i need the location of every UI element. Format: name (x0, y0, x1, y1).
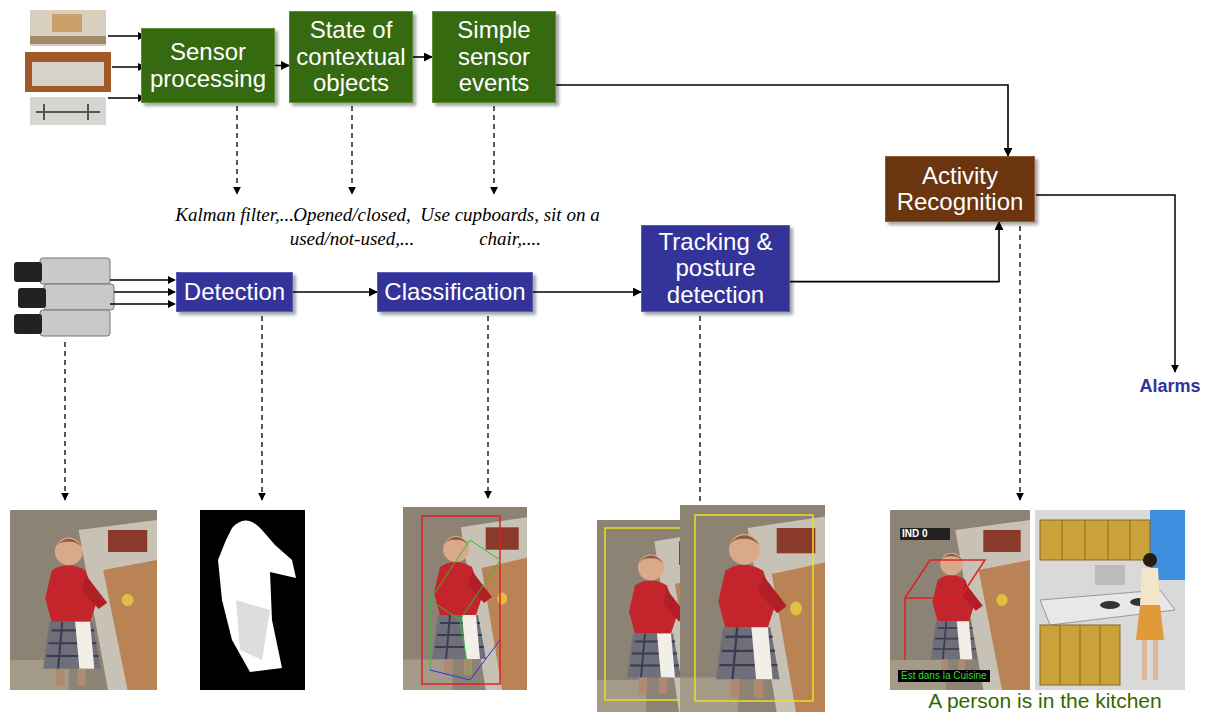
camera-photo (10, 510, 157, 690)
connector (556, 85, 1008, 156)
process-box: Simple sensor events (432, 11, 556, 103)
note-text: Opened/closed, used/not-used,... (272, 203, 432, 251)
input-arrow (114, 291, 175, 293)
recognition-photo (905, 560, 985, 598)
tracking-photo (680, 505, 825, 712)
sensor-photo (25, 10, 111, 125)
input-arrow (108, 35, 145, 37)
kitchen-model (1060, 625, 1100, 685)
dashed-callout (64, 342, 65, 500)
dashed-callout (65, 106, 1020, 512)
process-box: Tracking & posture detection (641, 225, 790, 312)
node-text: Activity Recognition (890, 163, 1030, 216)
dashed-callout (699, 316, 700, 512)
connector (790, 222, 999, 282)
classification-photo (403, 507, 527, 690)
input-arrow (110, 280, 175, 304)
dashed-callout (1019, 226, 1020, 500)
node-text: Sensor processing (146, 39, 270, 92)
connector (533, 291, 641, 293)
dashed-callout (351, 106, 352, 194)
sensor-photo (52, 14, 82, 32)
camera-photo (10, 510, 157, 690)
kitchen-model (1095, 565, 1125, 585)
camera-icon (44, 284, 114, 310)
input-arrow (110, 279, 175, 281)
sensor-photo (30, 97, 106, 125)
node-text: State of contextual objects (294, 17, 408, 96)
recognition-photo (890, 510, 1030, 690)
kitchen-model (1142, 640, 1147, 680)
recognition-photo (931, 553, 983, 673)
overlay-text: Est dans la Cuisine (898, 670, 990, 682)
node-text: Tracking & posture detection (646, 229, 785, 308)
camera-icon (40, 258, 110, 284)
process-box: Classification (377, 272, 533, 312)
kitchen-model (1100, 601, 1120, 609)
camera-icon (14, 314, 42, 334)
kitchen-model (1140, 568, 1160, 605)
tracking-photo (695, 515, 813, 701)
sensor-photo (32, 62, 104, 86)
connector (413, 56, 432, 58)
detection-mask (218, 520, 296, 672)
output-label: Alarms (1130, 376, 1210, 397)
detection-mask (236, 600, 270, 660)
sensor-photo (25, 52, 111, 92)
classification-photo (432, 536, 492, 675)
dashed-callout (236, 106, 237, 194)
process-box: State of contextual objects (289, 11, 413, 103)
classification-photo (403, 507, 527, 690)
note-text: Use cupboards, sit on a chair,.... (420, 203, 600, 251)
alarm-arrow (1036, 195, 1175, 372)
kitchen-model (1035, 510, 1185, 690)
classification-photo (422, 516, 500, 684)
caption-text: A person is in the kitchen (878, 689, 1212, 713)
dashed-callout (487, 316, 488, 498)
classification-photo (430, 640, 500, 680)
alarm-arrow (1036, 195, 1175, 372)
kitchen-model (1040, 520, 1150, 560)
node-text: Simple sensor events (437, 17, 551, 96)
connector (275, 65, 289, 67)
node-text: Classification (382, 279, 528, 305)
sensor-photo (36, 104, 100, 120)
detection-mask (200, 510, 305, 690)
input-arrow (108, 97, 145, 99)
input-arrow (108, 36, 145, 98)
process-box: Detection (176, 272, 293, 312)
recognition-box: Activity Recognition (885, 156, 1035, 222)
kitchen-model (1143, 553, 1157, 567)
kitchen-model (1136, 605, 1164, 640)
kitchen-model (1040, 625, 1120, 685)
camera-icon (14, 262, 42, 282)
sensor-photo (30, 10, 106, 46)
detection-mask (200, 510, 305, 690)
camera-icon (40, 310, 110, 336)
kitchen-model (1035, 510, 1185, 690)
kitchen-model (1062, 520, 1130, 560)
camera-icon (18, 288, 46, 308)
tracking-photo (627, 555, 687, 694)
kitchen-model (1153, 640, 1158, 680)
tracking-photo (597, 505, 825, 712)
connector (293, 291, 377, 293)
overlay-text: IND 0 (900, 528, 950, 540)
recognition-photo (904, 598, 906, 660)
sensor-photo (30, 36, 106, 44)
process-box: Sensor processing (141, 28, 275, 103)
recognition-photo (890, 510, 1030, 690)
dashed-callout (493, 106, 494, 194)
camera-photo (43, 538, 107, 686)
node-text: Detection (181, 279, 288, 305)
camera-icon (14, 258, 114, 336)
input-arrow (110, 303, 175, 305)
classification-photo (430, 540, 500, 680)
dashed-callout (261, 316, 262, 500)
tracking-photo (716, 534, 787, 698)
